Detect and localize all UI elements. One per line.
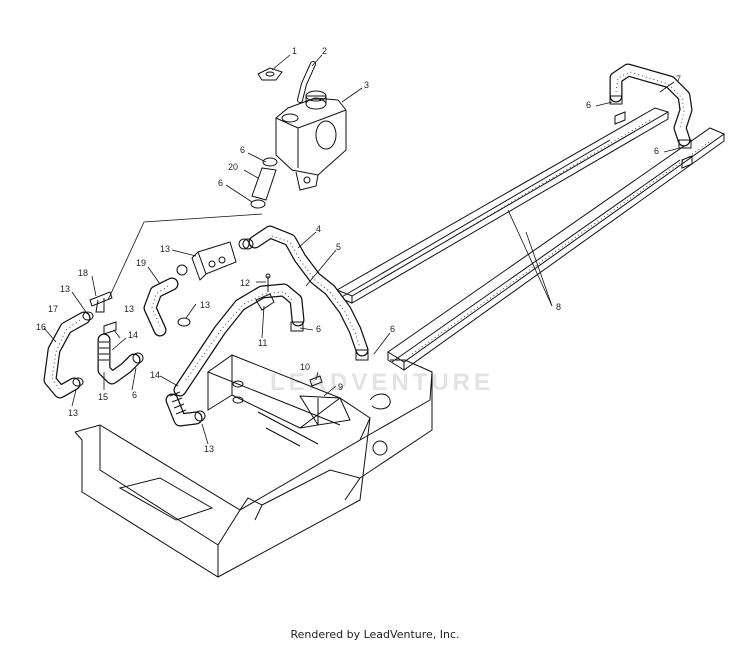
footer-credit: Rendered by LeadVenture, Inc. (290, 628, 460, 641)
hose-20 (250, 157, 278, 209)
hose-5 (173, 283, 305, 397)
callout-13c: 13 (60, 284, 70, 294)
frame-rails (335, 107, 726, 371)
callout-16: 16 (36, 322, 46, 332)
callout-9: 9 (338, 382, 343, 392)
callout-14a: 14 (128, 330, 138, 340)
callout-13f: 13 (204, 444, 214, 454)
coolant-tank (275, 90, 347, 191)
callout-11: 11 (258, 338, 267, 348)
callout-5: 5 (336, 242, 341, 252)
callout-13e: 13 (68, 408, 78, 418)
diagram-canvas: LEADVENTURE (36, 46, 726, 578)
hose-14-lower (165, 391, 206, 427)
callout-18: 18 (78, 268, 88, 278)
callout-15: 15 (98, 392, 108, 402)
hose-16 (43, 311, 94, 399)
hose-15 (97, 333, 144, 385)
callout-6c: 6 (586, 100, 591, 110)
callout-6b: 6 (218, 178, 223, 188)
callout-6f: 6 (390, 324, 395, 334)
cap-and-vent (257, 61, 316, 103)
hose-4 (242, 225, 369, 361)
callout-14b: 14 (150, 370, 160, 380)
callout-4: 4 (316, 224, 321, 234)
callout-3: 3 (364, 80, 369, 90)
callouts: 1 2 3 4 5 6 6 6 6 6 6 6 7 8 9 10 11 12 1… (36, 46, 681, 454)
valve-block (176, 238, 250, 281)
callout-7: 7 (676, 74, 681, 84)
hose-7 (609, 63, 693, 169)
callout-10: 10 (300, 362, 310, 372)
callout-2: 2 (322, 46, 327, 56)
callout-8: 8 (556, 302, 561, 312)
tee-18 (89, 291, 117, 335)
callout-6d: 6 (654, 146, 659, 156)
callout-6e: 6 (316, 324, 321, 334)
callout-13a: 13 (160, 244, 170, 254)
callout-13b: 13 (200, 300, 210, 310)
callout-13d: 13 (124, 304, 134, 314)
callout-12: 12 (240, 278, 250, 288)
leader-lines (43, 54, 681, 445)
callout-20: 20 (228, 162, 238, 172)
chassis (74, 354, 433, 578)
callout-19: 19 (136, 258, 146, 268)
callout-17: 17 (48, 304, 58, 314)
hose-19 (143, 277, 191, 337)
callout-6g: 6 (132, 390, 137, 400)
callout-1: 1 (292, 46, 297, 56)
callout-6a: 6 (240, 145, 245, 155)
watermark-text: LEADVENTURE (270, 369, 494, 396)
